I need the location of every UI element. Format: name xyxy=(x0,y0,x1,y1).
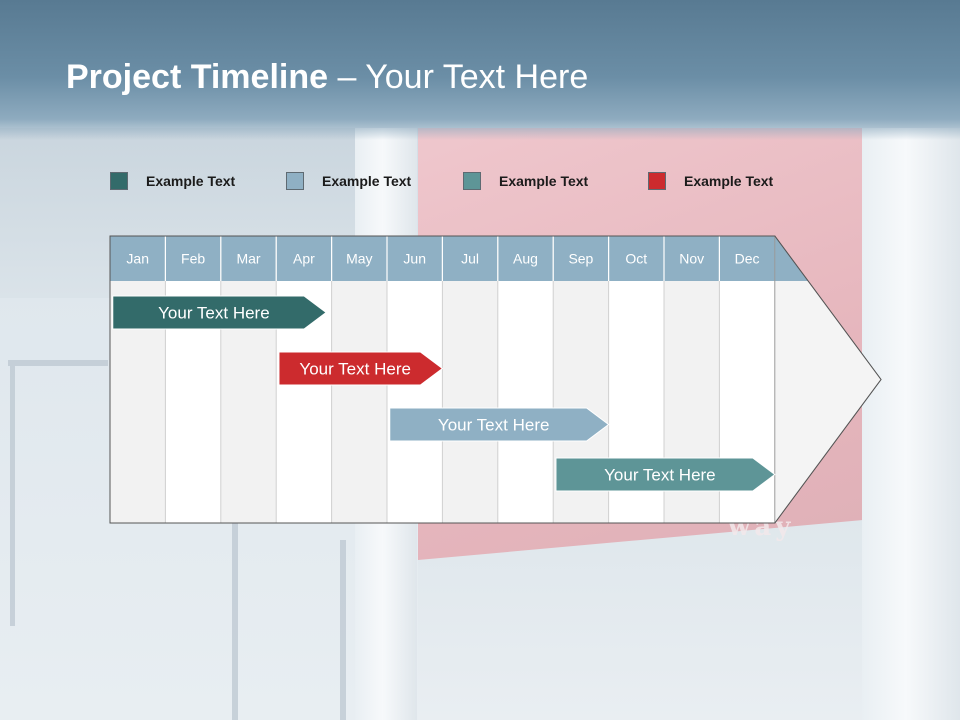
month-label: Dec xyxy=(735,251,760,267)
arrow-tip-region xyxy=(774,281,881,523)
month-label: Nov xyxy=(679,251,704,267)
legend-label: Example Text xyxy=(684,173,774,189)
legend-item: Example Text xyxy=(110,170,235,192)
month-label: Apr xyxy=(293,251,315,267)
month-label: Jan xyxy=(126,251,149,267)
task-label: Your Text Here xyxy=(158,304,270,323)
background-railing xyxy=(232,520,238,720)
header-band xyxy=(0,0,960,140)
background-railing xyxy=(8,360,108,366)
month-label: Jul xyxy=(461,251,479,267)
background-column xyxy=(862,128,960,720)
legend-swatch xyxy=(110,172,128,190)
page-title: Project Timeline – Your Text Here xyxy=(66,58,588,97)
month-label: Jun xyxy=(403,251,426,267)
title-bold: Project Timeline xyxy=(66,58,329,96)
legend-item: Example Text xyxy=(648,170,773,192)
month-column-bg xyxy=(331,281,387,523)
task-label: Your Text Here xyxy=(604,466,716,485)
month-column-bg xyxy=(442,281,498,523)
month-label: May xyxy=(346,251,372,267)
month-header-band xyxy=(110,236,809,281)
legend-label: Example Text xyxy=(499,173,589,189)
legend-swatch xyxy=(463,172,481,190)
task-bar xyxy=(555,457,776,492)
title-rest: – Your Text Here xyxy=(328,58,589,96)
month-label: Sep xyxy=(568,251,593,267)
legend-swatch xyxy=(286,172,304,190)
legend-swatch xyxy=(648,172,666,190)
month-label: Feb xyxy=(181,251,205,267)
task-bar xyxy=(278,351,444,386)
legend-label: Example Text xyxy=(146,173,236,189)
task-bar xyxy=(389,407,610,442)
legend-item: Example Text xyxy=(463,170,588,192)
month-label: Oct xyxy=(625,251,647,267)
timeline-arrow-outline xyxy=(109,235,882,524)
month-label: Mar xyxy=(236,251,260,267)
month-label: Aug xyxy=(513,251,538,267)
task-label: Your Text Here xyxy=(438,416,550,435)
background-railing xyxy=(10,366,15,626)
background-railing xyxy=(340,540,346,720)
task-bar xyxy=(112,295,327,330)
legend-label: Example Text xyxy=(322,173,412,189)
legend-item: Example Text xyxy=(286,170,411,192)
task-label: Your Text Here xyxy=(299,360,411,379)
